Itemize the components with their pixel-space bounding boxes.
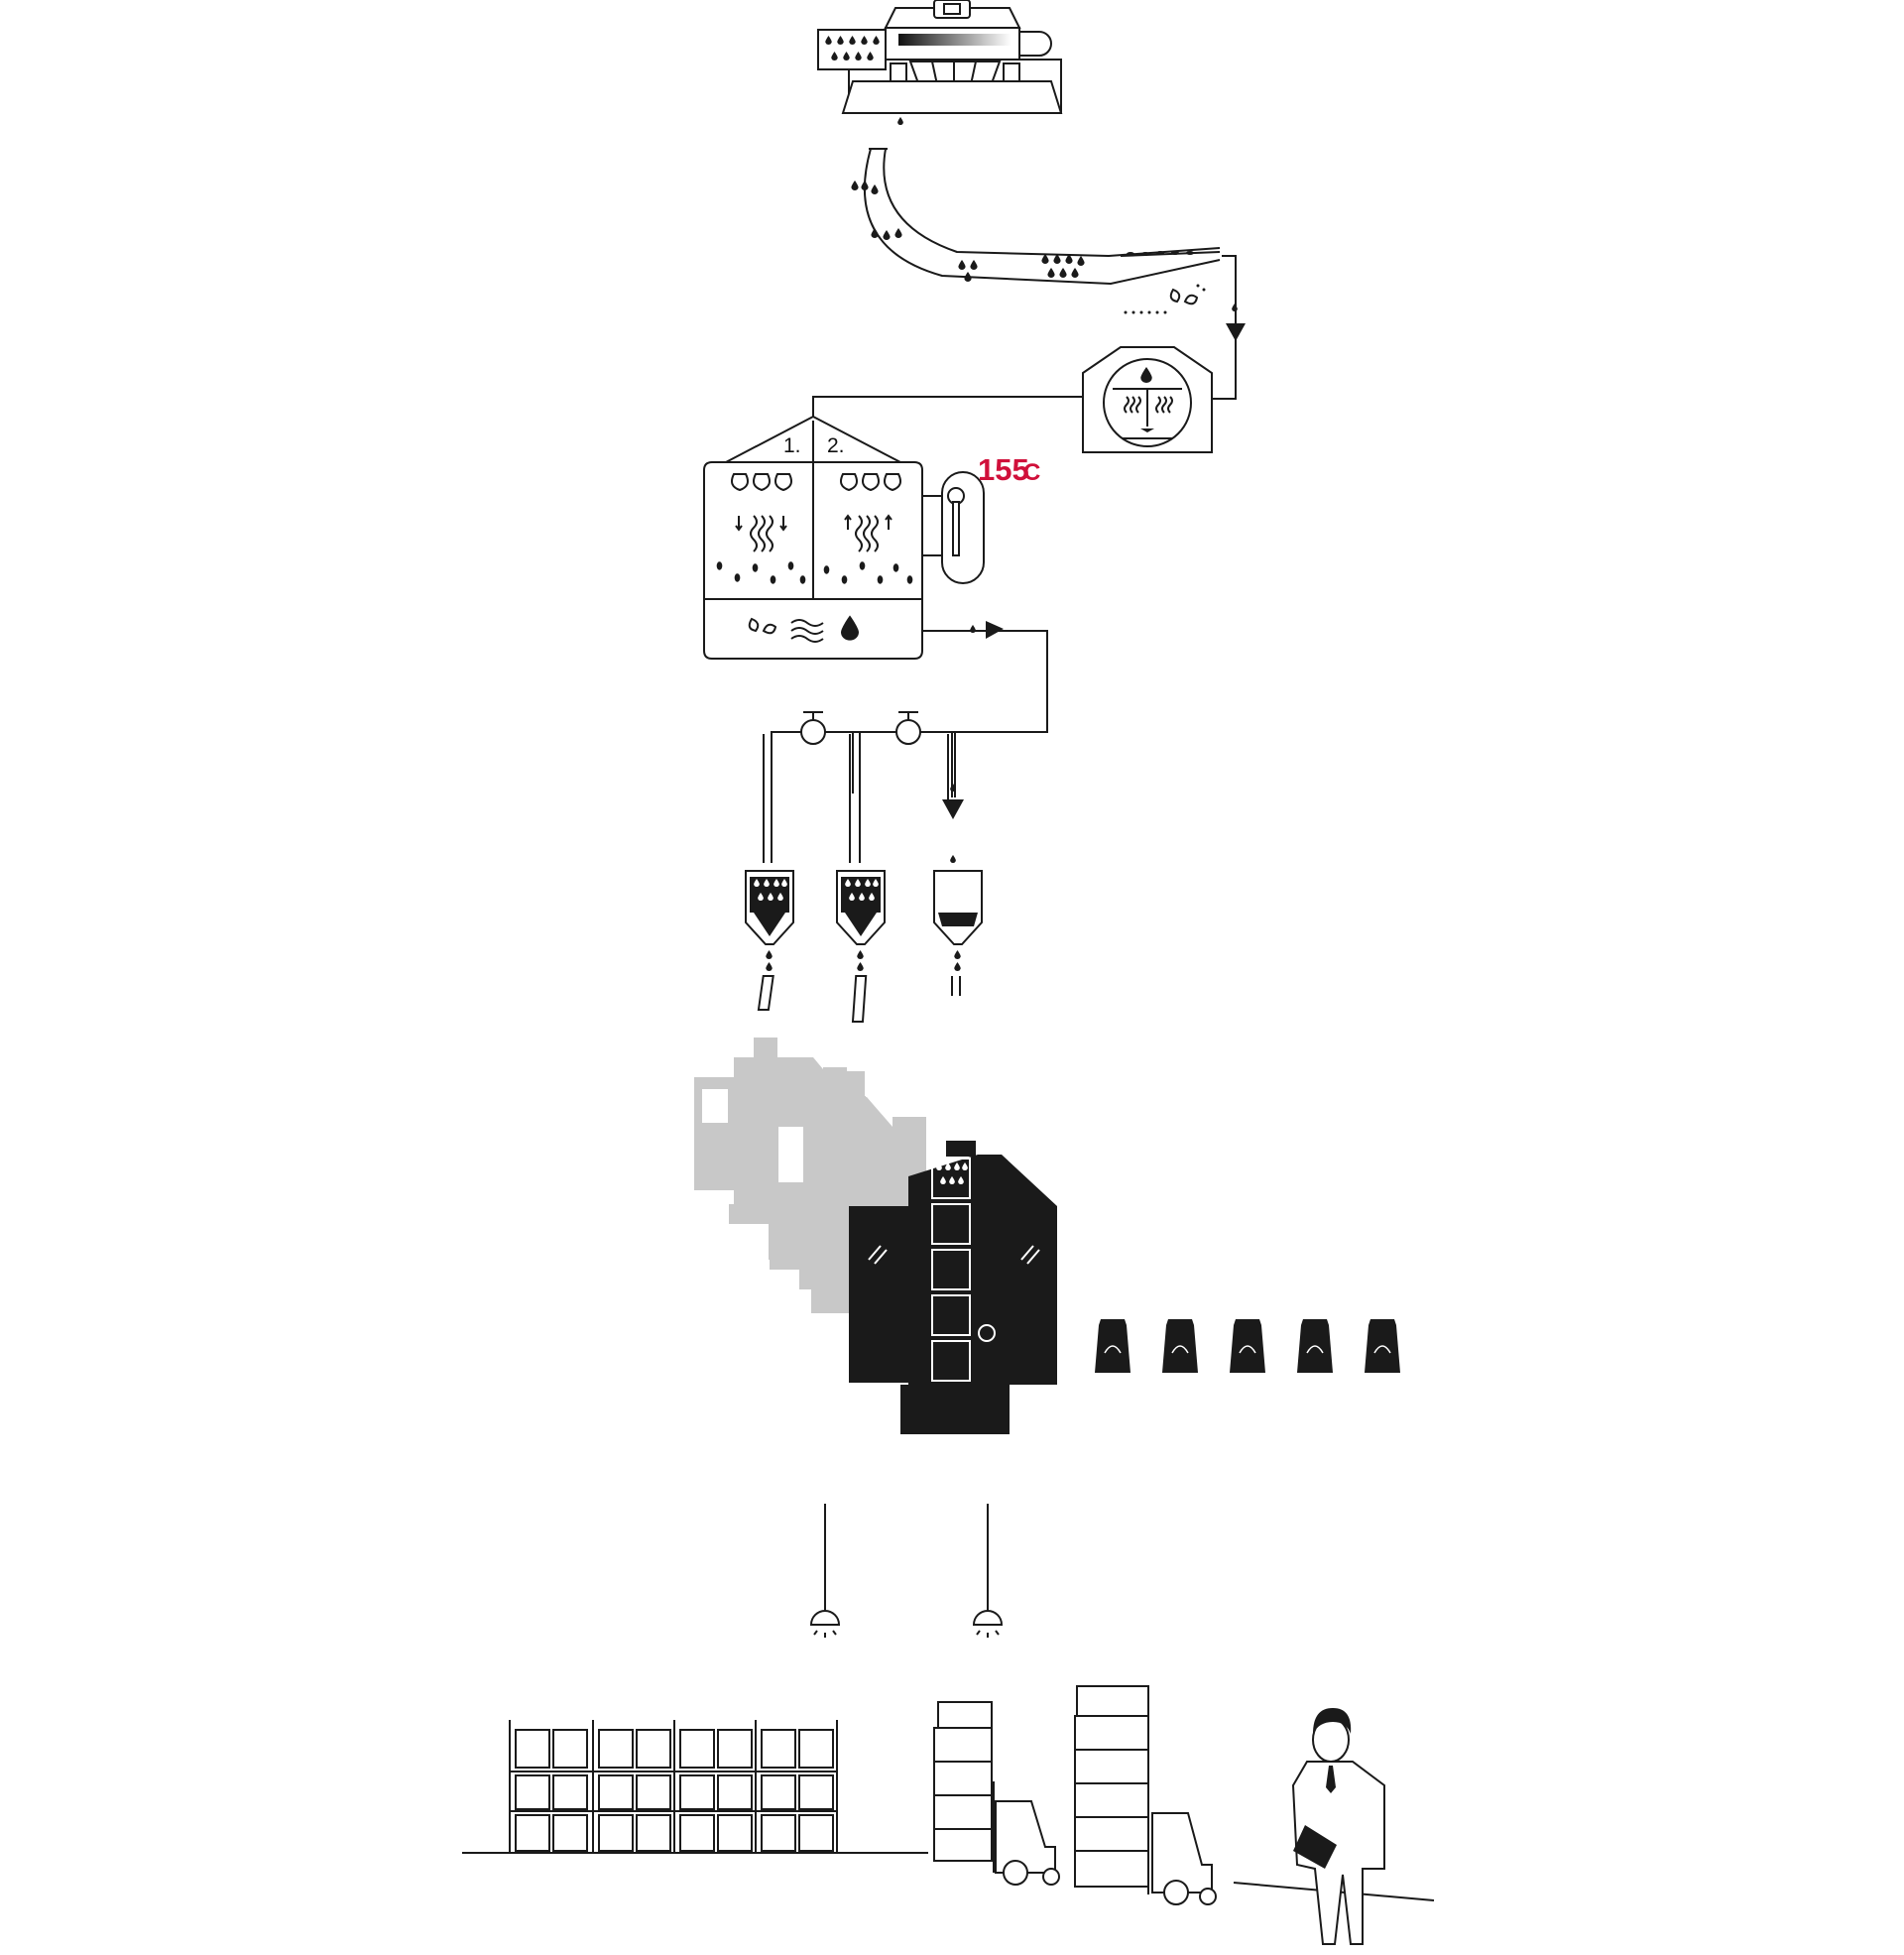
flow-arrow-icon — [1226, 323, 1246, 341]
bean-sorter-icon — [818, 0, 1061, 113]
thermometer-icon — [922, 472, 984, 583]
flow-arrow-icon — [942, 799, 964, 819]
storage-rack-icon — [510, 1720, 837, 1853]
roasting-drum-icon: 1. 2. — [704, 417, 922, 659]
coffee-bag-icon — [1095, 1319, 1400, 1373]
fan-icon — [1171, 290, 1197, 304]
flow-arrow-icon — [986, 621, 1004, 639]
packaging-machine-icon — [694, 1038, 1057, 1434]
chamber-1-label: 1. — [783, 434, 801, 457]
silo-icon — [746, 871, 982, 1022]
ceiling-lamp-icon — [811, 1504, 1002, 1638]
temperature-unit: C — [1023, 459, 1040, 486]
conveyor-pipe-icon — [851, 117, 1220, 314]
worker-icon — [1293, 1708, 1384, 1944]
chamber-2-label: 2. — [827, 434, 845, 457]
pipe-to-silos — [772, 631, 1047, 863]
cooler-icon — [1083, 347, 1212, 452]
temperature-value: 155 — [978, 452, 1029, 487]
pipe-to-roaster — [813, 397, 1083, 417]
